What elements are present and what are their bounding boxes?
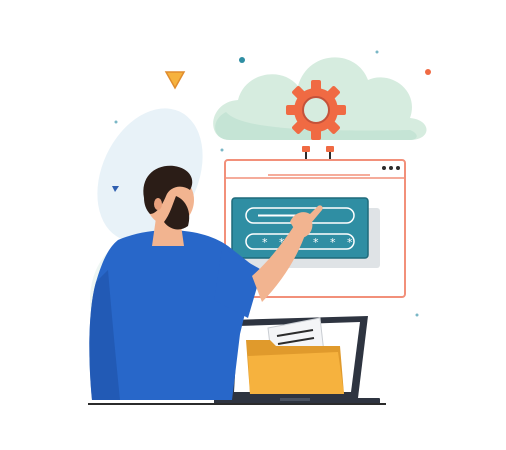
dot-icon xyxy=(220,148,224,152)
dot-icon xyxy=(425,69,431,75)
person-figure xyxy=(89,165,323,400)
dot-icon xyxy=(114,120,118,124)
gear-icon xyxy=(286,80,346,140)
small-triangle-icon xyxy=(112,186,119,192)
window-dot-icon xyxy=(382,166,386,170)
triangle-sparkle-icon xyxy=(164,71,186,90)
dot-icon xyxy=(239,57,245,63)
folder-icon xyxy=(246,340,344,394)
decorative-sparkles xyxy=(112,50,431,317)
window-dot-icon xyxy=(389,166,393,170)
window-dot-icon xyxy=(396,166,400,170)
dot-icon xyxy=(415,313,419,317)
dot-icon xyxy=(375,50,379,54)
password-mask: * * * * * * xyxy=(262,236,356,249)
